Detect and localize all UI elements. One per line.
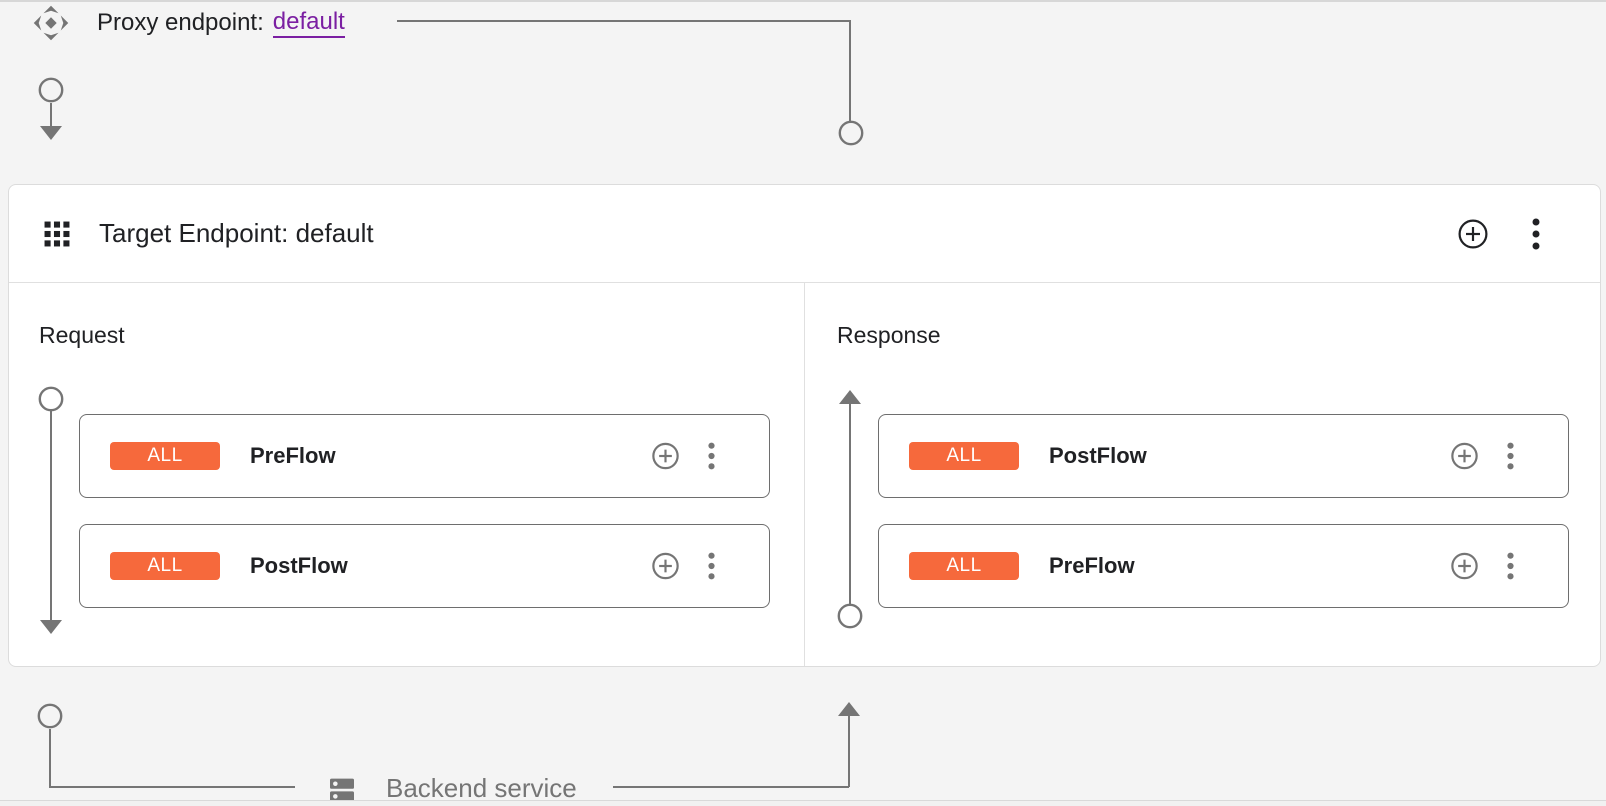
condition-badge: ALL [110,442,220,470]
add-circle-icon [1451,442,1478,470]
target-endpoint-header: Target Endpoint: default [9,185,1600,283]
target-endpoint-title: Target Endpoint: default [99,218,374,248]
flow-name: PostFlow [1049,443,1147,468]
flow-name: PreFlow [250,443,336,468]
connector-line [49,786,295,788]
connector-line [50,411,52,620]
more-vert-icon [708,442,715,470]
connector-line [50,103,52,126]
flow-name: PreFlow [1049,553,1135,578]
connector-line [849,404,851,604]
condition-badge: ALL [909,552,1019,580]
connector-line [849,20,851,121]
proxy-endpoint-row: Proxy endpoint: default [33,4,345,42]
flow-card-request-postflow[interactable]: ALL PostFlow [79,524,770,608]
condition-badge: ALL [110,552,220,580]
flow-node-circle [37,703,63,729]
flow-node-circle [838,120,864,146]
add-flow-button[interactable] [1457,218,1489,250]
response-panel-title: Response [837,322,941,348]
condition-badge: ALL [909,442,1019,470]
grid-icon [44,221,70,246]
flow-node-circle [38,386,64,412]
flow-menu-button[interactable] [708,551,715,582]
proxy-endpoint-label: Proxy endpoint: [97,9,264,36]
flow-menu-button[interactable] [708,441,715,472]
flow-arrow-up-icon [838,389,862,404]
backend-service-label: Backend service [386,772,577,803]
add-circle-icon [652,442,679,470]
backend-service-icon [330,778,354,802]
add-step-button[interactable] [651,442,680,471]
bottom-edge-divider [0,800,1606,806]
target-endpoint-card: Target Endpoint: default Request [8,184,1601,667]
proxy-endpoint-icon [33,5,69,41]
add-circle-icon [1458,219,1488,248]
top-edge-divider [0,0,1606,2]
add-step-button[interactable] [1450,442,1479,471]
more-vert-icon [1507,442,1514,470]
add-step-button[interactable] [1450,552,1479,581]
more-vert-icon [1507,552,1514,580]
connector-line [848,716,850,787]
flow-menu-button[interactable] [1507,441,1514,472]
request-panel-title: Request [39,322,125,348]
add-step-button[interactable] [651,552,680,581]
connector-line [613,786,849,788]
proxy-endpoint-link[interactable]: default [272,8,345,38]
flow-arrow-up-icon [837,701,861,716]
flow-card-response-postflow[interactable]: ALL PostFlow [878,414,1569,498]
endpoint-menu-button[interactable] [1532,216,1540,252]
flow-card-request-preflow[interactable]: ALL PreFlow [79,414,770,498]
flow-name: PostFlow [250,553,348,578]
connector-line [397,20,851,22]
connector-line [49,729,51,787]
add-circle-icon [1451,552,1478,580]
add-circle-icon [652,552,679,580]
flow-card-response-preflow[interactable]: ALL PreFlow [878,524,1569,608]
flow-node-circle [837,603,863,629]
more-vert-icon [708,552,715,580]
flow-node-circle [38,77,64,103]
flow-menu-button[interactable] [1507,551,1514,582]
more-vert-icon [1532,218,1540,249]
flow-arrow-down-icon [39,620,63,635]
flow-arrow-down-icon [39,126,63,141]
panel-divider [804,283,805,666]
